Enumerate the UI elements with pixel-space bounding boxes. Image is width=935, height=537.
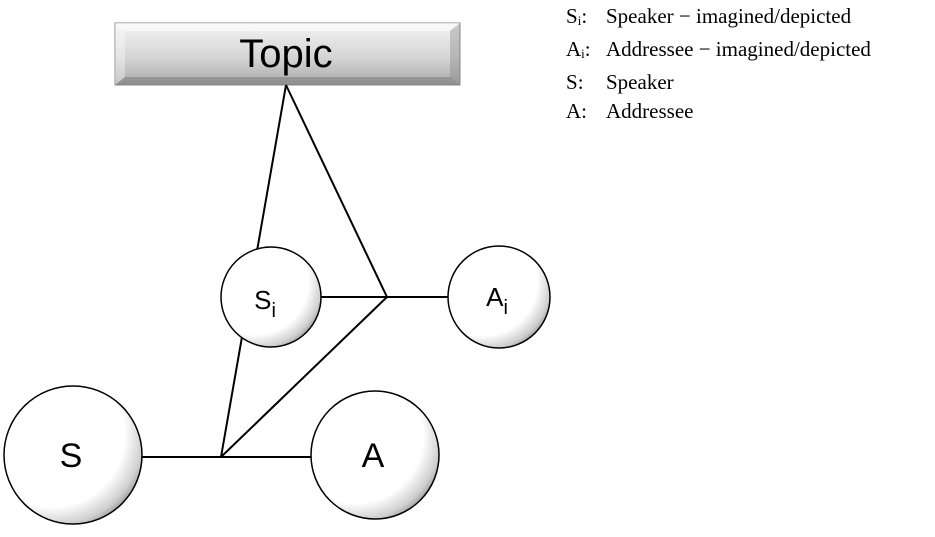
legend-item-addressee: A: Addressee	[566, 97, 871, 126]
legend-item-imagined-speaker: Si: Speaker − imagined/depicted	[566, 2, 871, 35]
legend-symbol: A	[566, 99, 582, 123]
topic-box: Topic	[114, 22, 461, 86]
legend-symbol: A	[566, 37, 582, 61]
legend-separator: :	[584, 37, 591, 61]
legend: Si: Speaker − imagined/depicted Ai: Addr…	[566, 2, 871, 126]
addressee-symbol: A	[362, 437, 385, 475]
legend-subscript: i	[581, 46, 585, 61]
legend-symbol: S	[566, 70, 578, 94]
imagined-speaker-subscript: i	[271, 300, 275, 322]
junction-to-speaker-line	[220, 296, 388, 458]
legend-text: Addressee − imagined/depicted	[606, 37, 871, 61]
topic-to-junction-line	[285, 84, 388, 298]
legend-separator: :	[581, 99, 588, 123]
imagined-addressee-subscript: i	[503, 297, 507, 319]
legend-item-imagined-addressee: Ai: Addressee − imagined/depicted	[566, 35, 871, 68]
imagined-addressee-node: Ai	[447, 245, 551, 349]
legend-symbol: S	[566, 4, 578, 28]
imagined-speaker-node: Si	[220, 246, 322, 348]
svg-text:Si: Si	[254, 285, 276, 322]
legend-text: Addressee	[606, 99, 694, 123]
legend-separator: :	[577, 70, 584, 94]
topic-label: Topic	[239, 32, 332, 76]
imagined-addressee-symbol: A	[486, 282, 504, 312]
legend-text: Speaker − imagined/depicted	[606, 4, 852, 28]
speaker-node: S	[3, 385, 143, 525]
legend-text: Speaker	[606, 70, 674, 94]
imagined-speaker-symbol: S	[254, 285, 271, 315]
svg-text:Ai: Ai	[486, 282, 508, 319]
legend-subscript: i	[577, 13, 582, 28]
speaker-symbol: S	[60, 437, 83, 475]
addressee-node: A	[310, 390, 440, 520]
legend-separator: :	[581, 4, 588, 28]
legend-item-speaker: S: Speaker	[566, 68, 871, 97]
